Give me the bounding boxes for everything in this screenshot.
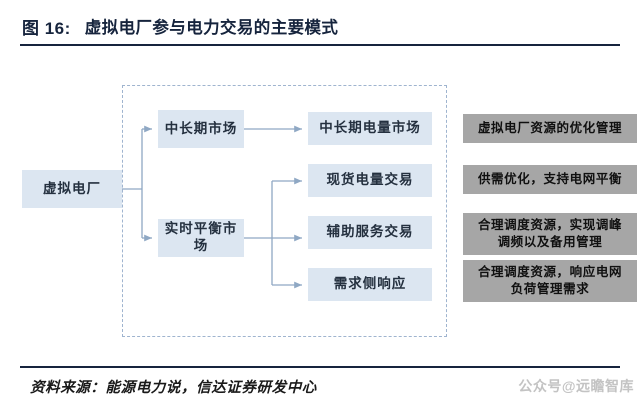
node-spot-energy-trading[interactable]: 现货电量交易 — [308, 164, 432, 197]
node-label: 辅助服务交易 — [326, 224, 414, 240]
node-demand-side-response[interactable]: 需求侧响应 — [308, 268, 432, 301]
note-label: 虚拟电厂资源的优化管理 — [477, 120, 623, 135]
node-medium-long-term-energy-market[interactable]: 中长期电量市场 — [308, 112, 432, 145]
note-label: 合理调度资源，实现调峰 调频以及备用管理 — [478, 217, 622, 251]
dashed-grouping-region — [122, 85, 447, 337]
watermark: 公众号@远瞻智库 — [518, 378, 634, 394]
note-line-2: 调频以及备用管理 — [497, 235, 603, 249]
note-line-1: 合理调度资源，实现调峰 — [477, 218, 623, 233]
header-divider — [20, 44, 620, 46]
note-resource-optimization: 虚拟电厂资源的优化管理 — [463, 114, 637, 143]
figure-header: 图 16: 虚拟电厂参与电力交易的主要模式 — [22, 10, 622, 42]
note-peak-frequency-reserve: 合理调度资源，实现调峰 调频以及备用管理 — [463, 213, 637, 255]
node-medium-long-term-market[interactable]: 中长期市场 — [158, 110, 244, 148]
footer-divider — [20, 366, 620, 368]
node-label: 现货电量交易 — [326, 172, 414, 188]
node-real-time-balancing-market[interactable]: 实时平衡市场 — [158, 219, 244, 257]
figure-number: 图 16: — [22, 18, 71, 38]
note-line-2: 负荷管理需求 — [510, 282, 590, 296]
node-virtual-power-plant[interactable]: 虚拟电厂 — [22, 170, 122, 208]
note-supply-demand-optimization: 供需优化，支持电网平衡 — [463, 165, 637, 194]
note-line-1: 合理调度资源，响应电网 — [477, 265, 623, 280]
node-label: 中长期电量市场 — [319, 120, 421, 136]
note-label: 供需优化，支持电网平衡 — [477, 171, 623, 186]
diagram-canvas: 虚拟电厂 中长期市场 实时平衡市场 中长期电量市场 现货电量交易 辅助服务交易 … — [0, 52, 640, 362]
note-grid-load-management: 合理调度资源，响应电网 负荷管理需求 — [463, 260, 637, 302]
node-label: 实时平衡市场 — [164, 221, 238, 253]
node-label: 中长期市场 — [164, 120, 238, 136]
source-note: 资料来源：能源电力说，信达证券研发中心 — [30, 380, 317, 396]
node-label: 虚拟电厂 — [43, 180, 101, 196]
node-ancillary-service-trading[interactable]: 辅助服务交易 — [308, 216, 432, 249]
node-label: 需求侧响应 — [333, 276, 407, 292]
page-title: 虚拟电厂参与电力交易的主要模式 — [84, 18, 339, 37]
note-label: 合理调度资源，响应电网 负荷管理需求 — [478, 264, 622, 298]
